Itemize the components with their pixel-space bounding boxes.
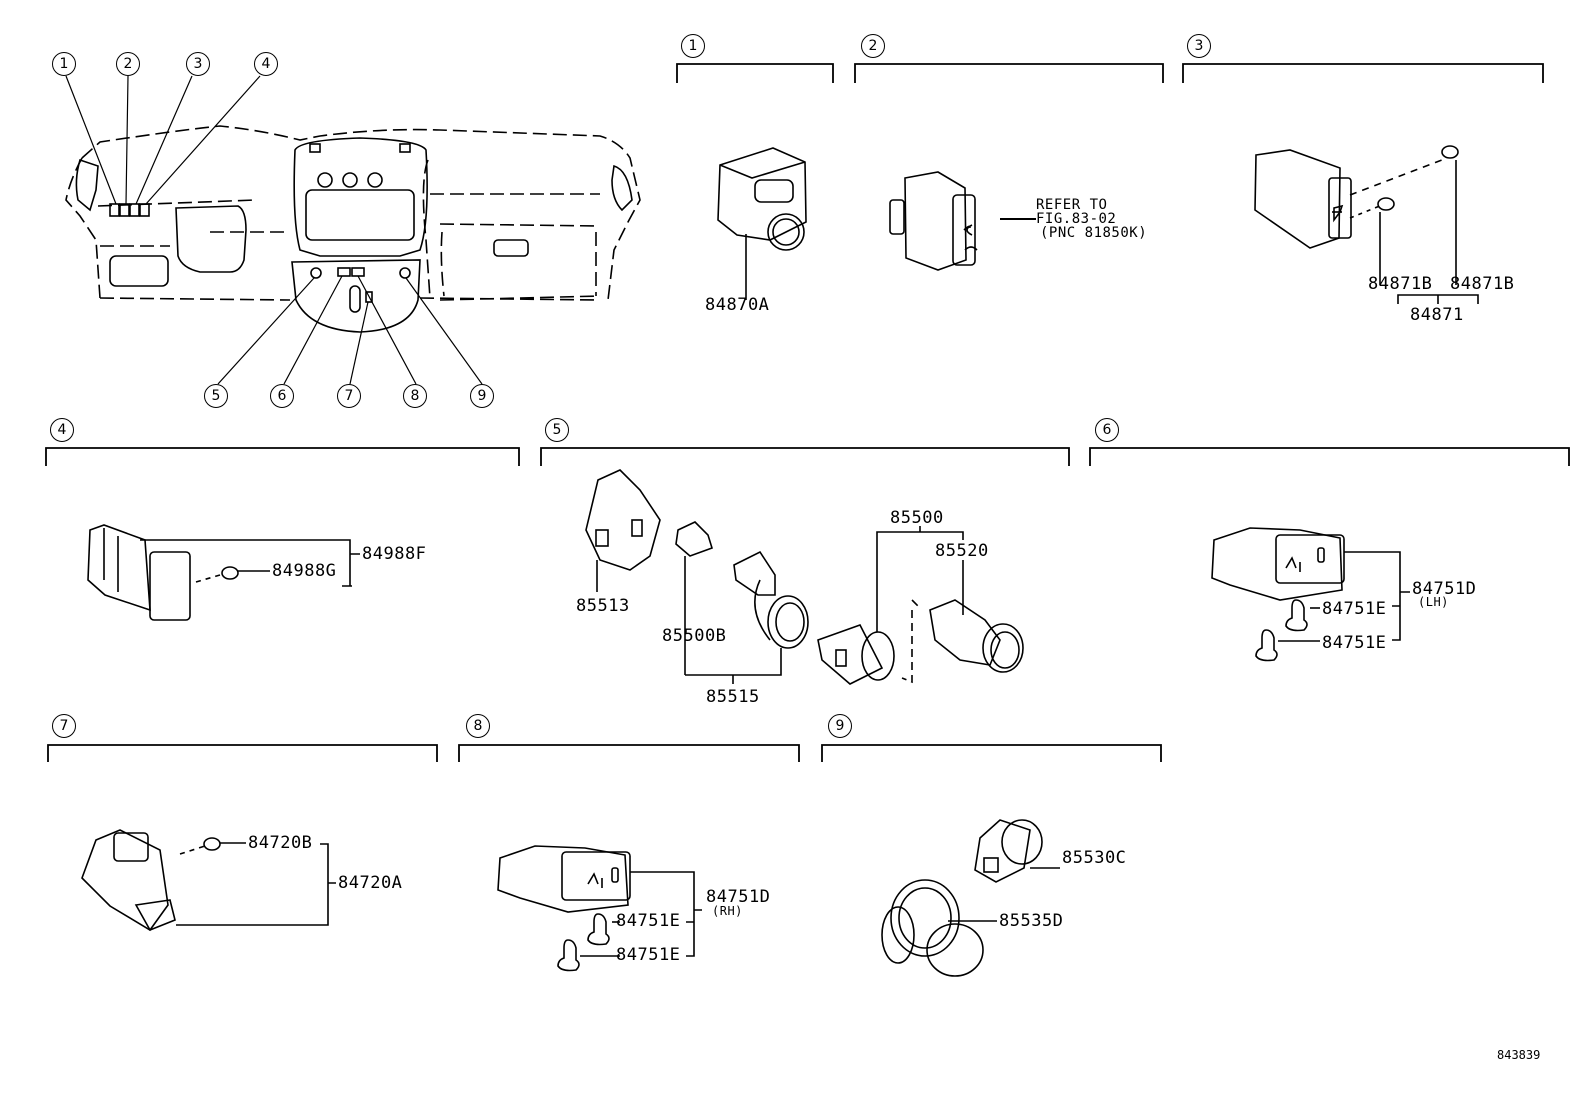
reference-note-line: REFER TO: [1036, 197, 1108, 213]
group-6-marker: 6: [1095, 418, 1119, 442]
dashboard-overview: [65, 125, 641, 333]
part-number[interactable]: 85500B: [662, 626, 727, 646]
group-2-marker: 2: [861, 34, 885, 58]
mirror-switch-84870A: [717, 147, 807, 300]
group-4-marker: 4: [50, 418, 74, 442]
part-number[interactable]: 85530C: [1062, 848, 1127, 868]
figure-id: 843839: [1497, 1048, 1541, 1062]
callout-8[interactable]: 8: [403, 384, 427, 408]
callout-3[interactable]: 3: [186, 52, 210, 76]
group-1-marker: 1: [681, 34, 705, 58]
callout-leaders: [65, 75, 483, 385]
callout-4[interactable]: 4: [254, 52, 278, 76]
part-number[interactable]: 84720A: [338, 873, 403, 893]
seat-heater-switch-lh: [1211, 527, 1410, 662]
callout-6[interactable]: 6: [270, 384, 294, 408]
group-3-marker: 3: [1187, 34, 1211, 58]
callout-1[interactable]: 1: [52, 52, 76, 76]
part-number[interactable]: 84870A: [705, 295, 770, 315]
part-number[interactable]: 84751E: [616, 945, 681, 965]
cigarette-lighter-group-5: [585, 469, 1024, 685]
seat-heater-switch-rh: [497, 845, 702, 972]
callout-5[interactable]: 5: [204, 384, 228, 408]
side-designation: (RH): [712, 904, 743, 918]
group-5-marker: 5: [545, 418, 569, 442]
part-number[interactable]: 84751E: [616, 911, 681, 931]
reference-note-fig[interactable]: FIG.83-02: [1036, 211, 1117, 227]
part-number[interactable]: 85520: [935, 541, 989, 561]
part-number[interactable]: 85500: [890, 508, 944, 528]
part-number[interactable]: 84720B: [248, 833, 313, 853]
part-number[interactable]: 84751D: [1412, 579, 1477, 599]
part-number[interactable]: 85513: [576, 596, 630, 616]
side-designation: (LH): [1418, 595, 1449, 609]
group-8-marker: 8: [466, 714, 490, 738]
switch-group-3: [1254, 145, 1479, 304]
switch-group-2: [889, 171, 1036, 271]
part-number[interactable]: 84988G: [272, 561, 337, 581]
power-outlet-group-9: [881, 819, 1060, 977]
part-number[interactable]: 84871B: [1368, 274, 1433, 294]
switch-group-7: [81, 829, 336, 932]
part-number[interactable]: 84751E: [1322, 599, 1387, 619]
part-number[interactable]: 85515: [706, 687, 760, 707]
callout-2[interactable]: 2: [116, 52, 140, 76]
reference-note-pnc: (PNC 81850K): [1040, 225, 1148, 241]
part-number[interactable]: 84751E: [1322, 633, 1387, 653]
callout-9[interactable]: 9: [470, 384, 494, 408]
part-number[interactable]: 84871: [1410, 305, 1464, 325]
group-7-marker: 7: [52, 714, 76, 738]
part-number[interactable]: 84751D: [706, 887, 771, 907]
part-number[interactable]: 84871B: [1450, 274, 1515, 294]
group-9-marker: 9: [828, 714, 852, 738]
callout-7[interactable]: 7: [337, 384, 361, 408]
part-number[interactable]: 85535D: [999, 911, 1064, 931]
switch-group-4: [87, 524, 360, 621]
group-brackets: [45, 63, 1570, 762]
part-number[interactable]: 84988F: [362, 544, 427, 564]
